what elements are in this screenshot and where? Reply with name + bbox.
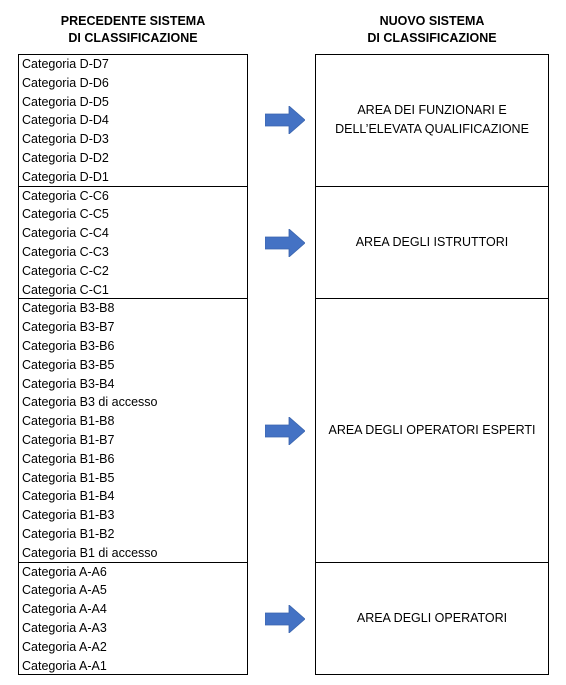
old-category-item: Categoria B1-B7	[22, 432, 115, 447]
old-system-header-line-1: PRECEDENTE SISTEMA	[60, 14, 206, 28]
old-category-item: Categoria B1-B4	[22, 489, 115, 504]
new-area-label-line: DELL’ELEVATA QUALIFICAZIONE	[335, 122, 529, 137]
old-category-item: Categoria B1-B8	[22, 414, 115, 429]
old-category-item: Categoria B3-B4	[22, 376, 115, 391]
old-category-item: Categoria C-C1	[22, 282, 109, 297]
old-category-item: Categoria B3-B7	[22, 320, 115, 335]
right-arrow-icon	[265, 604, 305, 633]
new-system-header-line-2: DI CLASSIFICAZIONE	[367, 31, 497, 45]
old-category-item: Categoria B3-B8	[22, 301, 115, 316]
new-system-header: NUOVO SISTEMA DI CLASSIFICAZIONE	[315, 13, 549, 47]
old-category-item: Categoria A-A4	[22, 602, 107, 617]
old-category-item: Categoria B3-B6	[22, 338, 115, 353]
old-system-header-line-2: DI CLASSIFICAZIONE	[68, 31, 198, 45]
right-arrow-icon	[265, 416, 305, 445]
right-arrow-icon	[265, 106, 305, 135]
new-area-label: AREA DEI FUNZIONARI E DELL’ELEVATA QUALIF…	[335, 101, 529, 139]
old-category-item: Categoria D-D4	[22, 113, 109, 128]
new-area-label-line: AREA DEGLI OPERATORI ESPERTI	[328, 422, 536, 437]
old-category-item: Categoria D-D5	[22, 94, 109, 109]
old-category-item: Categoria A-A1	[22, 658, 107, 673]
right-arrow-icon	[265, 228, 305, 257]
old-category-item: Categoria C-C5	[22, 207, 109, 222]
old-category-item: Categoria C-C4	[22, 226, 109, 241]
new-area-label: AREA DEGLI OPERATORI ESPERTI	[328, 421, 535, 440]
old-category-item: Categoria C-C6	[22, 188, 109, 203]
old-category-item: Categoria D-D2	[22, 150, 109, 165]
old-category-item: Categoria B3 di accesso	[22, 395, 158, 410]
old-category-item: Categoria A-A5	[22, 583, 107, 598]
old-category-item: Categoria A-A6	[22, 564, 107, 579]
old-category-item: Categoria A-A3	[22, 620, 107, 635]
old-category-item: Categoria C-C2	[22, 263, 109, 278]
old-category-item: Categoria B3-B5	[22, 357, 115, 372]
new-system-header-line-1: NUOVO SISTEMA	[379, 14, 485, 28]
old-category-item: Categoria A-A2	[22, 639, 107, 654]
new-area-label-line: AREA DEI FUNZIONARI E	[357, 103, 507, 118]
old-category-item: Categoria C-C3	[22, 244, 109, 259]
old-system-header: PRECEDENTE SISTEMA DI CLASSIFICAZIONE	[18, 13, 248, 47]
old-category-item: Categoria B1 di accesso	[22, 545, 158, 560]
new-area-label: AREA DEGLI ISTRUTTORI	[356, 233, 509, 252]
old-category-item: Categoria B1-B3	[22, 508, 115, 523]
new-area-label: AREA DEGLI OPERATORI	[357, 609, 507, 628]
new-area-label-line: AREA DEGLI ISTRUTTORI	[355, 234, 509, 249]
new-area-label-line: AREA DEGLI OPERATORI	[356, 610, 508, 625]
old-category-item: Categoria B1-B5	[22, 470, 115, 485]
old-category-item: Categoria B1-B6	[22, 451, 115, 466]
old-category-item: Categoria D-D7	[22, 57, 109, 71]
old-category-item: Categoria D-D1	[22, 169, 109, 184]
new-area-box: AREA DEGLI OPERATORI ESPERTI	[315, 298, 549, 563]
old-category-item: Categoria D-D3	[22, 132, 109, 147]
new-area-box: AREA DEI FUNZIONARI E DELL’ELEVATA QUALIF…	[315, 54, 549, 187]
old-category-item: Categoria D-D6	[22, 75, 109, 90]
new-area-box: AREA DEGLI OPERATORI	[315, 561, 549, 676]
new-area-box: AREA DEGLI ISTRUTTORI	[315, 185, 549, 300]
old-category-item: Categoria B1-B2	[22, 526, 115, 541]
